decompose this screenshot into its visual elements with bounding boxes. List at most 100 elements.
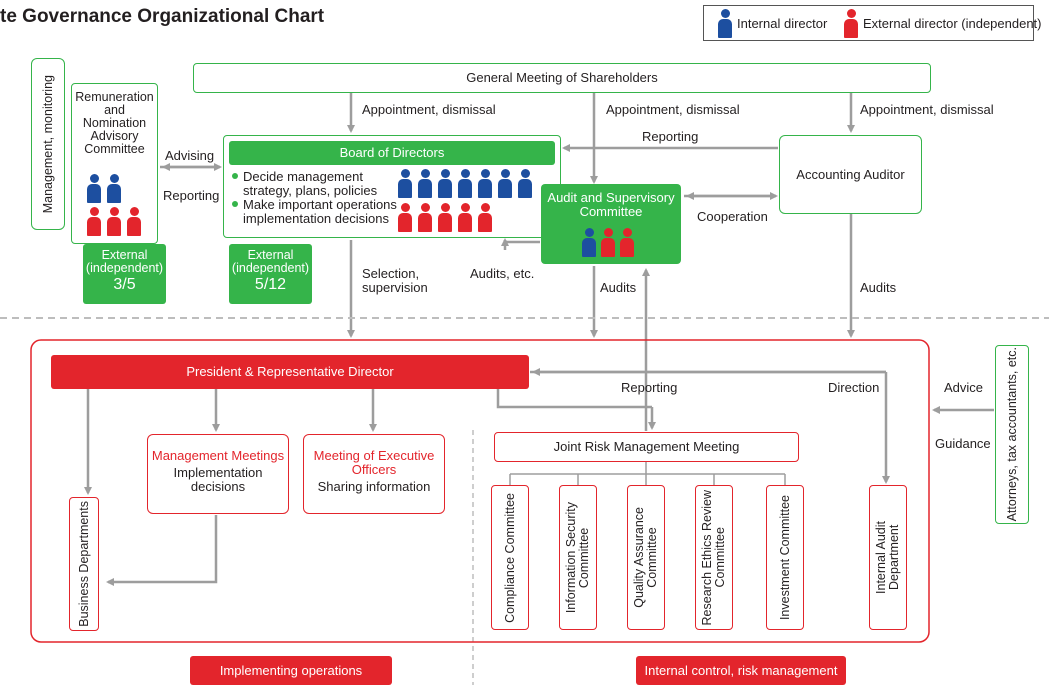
internal-director-icon: [478, 169, 492, 198]
management-meetings-title: Management Meetings: [151, 448, 285, 463]
internal-director-icon: [87, 174, 101, 203]
legend: Internal director External director (ind…: [703, 5, 1042, 41]
audit-committee-line1: Audit and Supervisory: [547, 190, 675, 205]
management-meetings-line1: Implementation: [173, 465, 263, 480]
board-title-label: Board of Directors: [339, 145, 445, 160]
remuneration-line4: Advisory: [90, 129, 139, 143]
internal-director-icon: [498, 169, 512, 198]
shareholders-label: General Meeting of Shareholders: [466, 70, 658, 85]
cooperation-label: Cooperation: [697, 209, 768, 224]
implementing-operations-banner: Implementing operations: [190, 656, 392, 685]
joint-risk-box: Joint Risk Management Meeting: [494, 432, 799, 462]
internal-control-label: Internal control, risk management: [644, 662, 838, 678]
executive-officers-title1: Meeting of Executive: [313, 448, 435, 463]
audits-etc-label: Audits, etc.: [470, 266, 535, 281]
infosec-line2: Committee: [577, 527, 591, 588]
remuneration-committee-box: Remuneration and Nomination Advisory Com…: [71, 83, 158, 244]
internal-director-icon: [718, 9, 732, 38]
compliance-committee-label: Compliance Committee: [502, 492, 517, 623]
reporting-left-label: Reporting: [163, 188, 220, 203]
external-ratio-badge-a: External (independent) 3/5: [83, 244, 166, 304]
management-meetings-box: Management Meetings Implementation decis…: [147, 434, 289, 514]
legend-internal-label: Internal director: [737, 16, 828, 31]
board-bullet-2: Make important operations: [232, 198, 397, 212]
audit-supervisory-committee-box: Audit and Supervisory Committee: [541, 184, 681, 264]
external-director-icon: [438, 203, 452, 232]
board-title: Board of Directors: [229, 141, 555, 165]
audit-committee-line2: Committee: [579, 204, 643, 219]
quality-line2: Committee: [645, 527, 659, 588]
reporting-top-label: Reporting: [642, 129, 699, 144]
remuneration-line3: Nomination: [82, 116, 147, 130]
remuneration-line1: Remuneration: [75, 90, 154, 104]
internal-audit-line2: Department: [887, 524, 901, 591]
external-b-line1: External: [247, 248, 294, 262]
attorneys-label: Attorneys, tax accountants, etc.: [1004, 347, 1019, 522]
external-director-icon: [620, 228, 634, 257]
internal-director-icon: [107, 174, 121, 203]
internal-director-icon: [458, 169, 472, 198]
internal-control-banner: Internal control, risk management: [636, 656, 846, 685]
executive-officers-box: Meeting of Executive Officers Sharing in…: [303, 434, 445, 514]
external-a-line2: (independent): [85, 261, 164, 275]
implementing-operations-label: Implementing operations: [219, 662, 363, 678]
external-b-ratio: 5/12: [254, 276, 287, 293]
external-director-icon: [107, 207, 121, 236]
president-label: President & Representative Director: [186, 364, 394, 379]
appointment-label-3: Appointment, dismissal: [860, 102, 994, 117]
president-box: President & Representative Director: [51, 355, 529, 389]
remuneration-line2: and: [104, 103, 125, 117]
external-b-line2: (independent): [231, 261, 310, 275]
audits-right-label: Audits: [860, 280, 897, 295]
research-line2: Committee: [713, 527, 727, 588]
management-monitoring-box: Management, monitoring: [31, 58, 65, 230]
internal-director-icon: [418, 169, 432, 198]
legend-external-label: External director (independent): [863, 16, 1042, 31]
attorneys-box: Attorneys, tax accountants, etc.: [995, 345, 1029, 524]
executive-officers-title2: Officers: [351, 462, 397, 477]
accounting-auditor-label: Accounting Auditor: [796, 166, 905, 182]
selection-label-2: supervision: [362, 280, 428, 295]
direction-label: Direction: [828, 380, 880, 395]
external-director-icon: [418, 203, 432, 232]
compliance-committee-box: Compliance Committee: [491, 485, 529, 630]
external-ratio-badge-b: External (independent) 5/12: [229, 244, 312, 304]
management-meetings-line2: decisions: [190, 479, 246, 494]
external-director-icon: [87, 207, 101, 236]
internal-director-icon: [398, 169, 412, 198]
executive-officers-sub: Sharing information: [317, 479, 431, 494]
internal-director-icon: [518, 169, 532, 198]
accounting-auditor-box: Accounting Auditor: [779, 135, 922, 214]
business-departments-box: Business Departments: [69, 497, 99, 631]
business-departments-label: Business Departments: [76, 501, 91, 627]
appointment-label-2: Appointment, dismissal: [606, 102, 740, 117]
advice-label: Advice: [944, 380, 984, 395]
external-director-icon: [601, 228, 615, 257]
external-director-icon: [478, 203, 492, 232]
external-director-icon: [844, 9, 858, 38]
audits-mid-label: Audits: [600, 280, 637, 295]
joint-risk-label: Joint Risk Management Meeting: [553, 439, 740, 454]
investment-committee-label: Investment Committee: [777, 494, 792, 621]
advising-label: Advising: [165, 148, 215, 163]
board-of-directors-box: Board of Directors Decide management str…: [223, 135, 561, 238]
internal-director-icon: [582, 228, 596, 257]
investment-committee-box: Investment Committee: [766, 485, 804, 630]
remuneration-line5: Committee: [84, 142, 145, 156]
external-a-line1: External: [101, 248, 148, 262]
internal-director-icon: [438, 169, 452, 198]
board-bullet-1: Decide management: [232, 170, 397, 184]
board-bullet-1-cont: strategy, plans, policies: [243, 183, 378, 198]
selection-label-1: Selection,: [362, 266, 420, 281]
external-a-ratio: 3/5: [113, 276, 136, 293]
management-monitoring-label: Management, monitoring: [40, 74, 55, 214]
board-bullet-2-cont: implementation decisions: [243, 211, 389, 226]
reporting-lower-label: Reporting: [621, 380, 678, 395]
external-director-icon: [127, 207, 141, 236]
appointment-label-1: Appointment, dismissal: [362, 102, 496, 117]
